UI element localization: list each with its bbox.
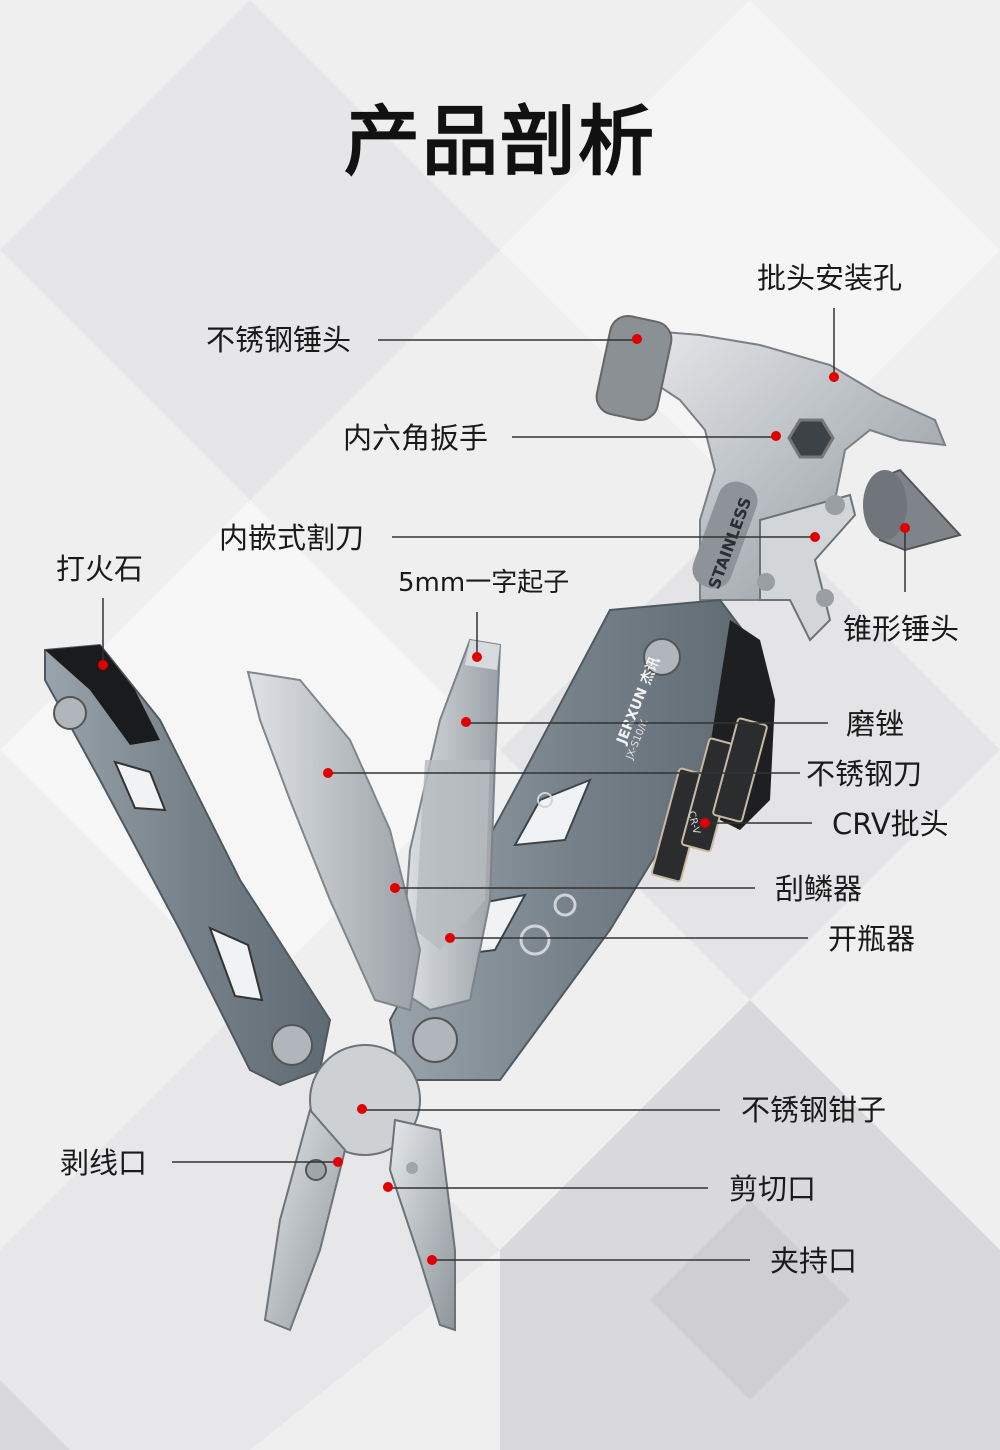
label-fire-starter: 打火石 xyxy=(56,552,144,586)
dot-cone xyxy=(900,523,910,533)
label-cutter: 剪切口 xyxy=(729,1172,817,1206)
dot-grip xyxy=(427,1255,437,1265)
label-wire-stripper: 剥线口 xyxy=(60,1146,148,1180)
dot-stripper xyxy=(333,1157,343,1167)
dot-screwdriver xyxy=(472,652,482,662)
dot-cutter xyxy=(810,532,820,542)
dot-opener xyxy=(445,933,455,943)
label-scale-scraper: 刮鳞器 xyxy=(775,872,863,906)
file-and-screwdriver xyxy=(398,638,502,1012)
label-hex-wrench: 内六角扳手 xyxy=(343,421,489,455)
knife-blade xyxy=(246,670,422,1012)
dot-cut xyxy=(383,1182,393,1192)
page-title: 产品剖析 xyxy=(344,97,656,186)
label-inline-cutter: 内嵌式割刀 xyxy=(219,521,365,555)
label-flat-screwdriver: 5mm一字起子 xyxy=(398,568,570,598)
callout-dots xyxy=(98,334,910,1265)
dot-file xyxy=(461,717,471,727)
label-crv-bits: CRV批头 xyxy=(832,807,949,841)
pliers-head xyxy=(263,1044,456,1332)
label-gripper: 夹持口 xyxy=(770,1244,858,1278)
callouts xyxy=(102,308,906,1261)
left-handle xyxy=(44,643,332,1087)
crv-bits: CR-V xyxy=(650,717,768,883)
label-stainless-pliers: 不锈钢钳子 xyxy=(741,1093,887,1127)
hammer-head: STAINLESS xyxy=(595,314,962,642)
dot-scraper xyxy=(390,883,400,893)
dot-pliers xyxy=(357,1104,367,1114)
label-stainless-knife: 不锈钢刀 xyxy=(806,757,923,791)
label-file: 磨锉 xyxy=(846,707,905,741)
dot-bits xyxy=(700,818,710,828)
label-stainless-hammer: 不锈钢锤头 xyxy=(206,323,352,357)
label-cone-hammer: 锥形锤头 xyxy=(843,612,960,646)
label-bit-hole: 批头安装孔 xyxy=(757,261,903,295)
dot-knife xyxy=(323,768,333,778)
dot-hex xyxy=(771,431,781,441)
dot-hammer xyxy=(632,334,642,344)
dot-bit-hole xyxy=(829,372,839,382)
label-bottle-opener: 开瓶器 xyxy=(828,922,916,956)
dot-fire xyxy=(98,660,108,670)
